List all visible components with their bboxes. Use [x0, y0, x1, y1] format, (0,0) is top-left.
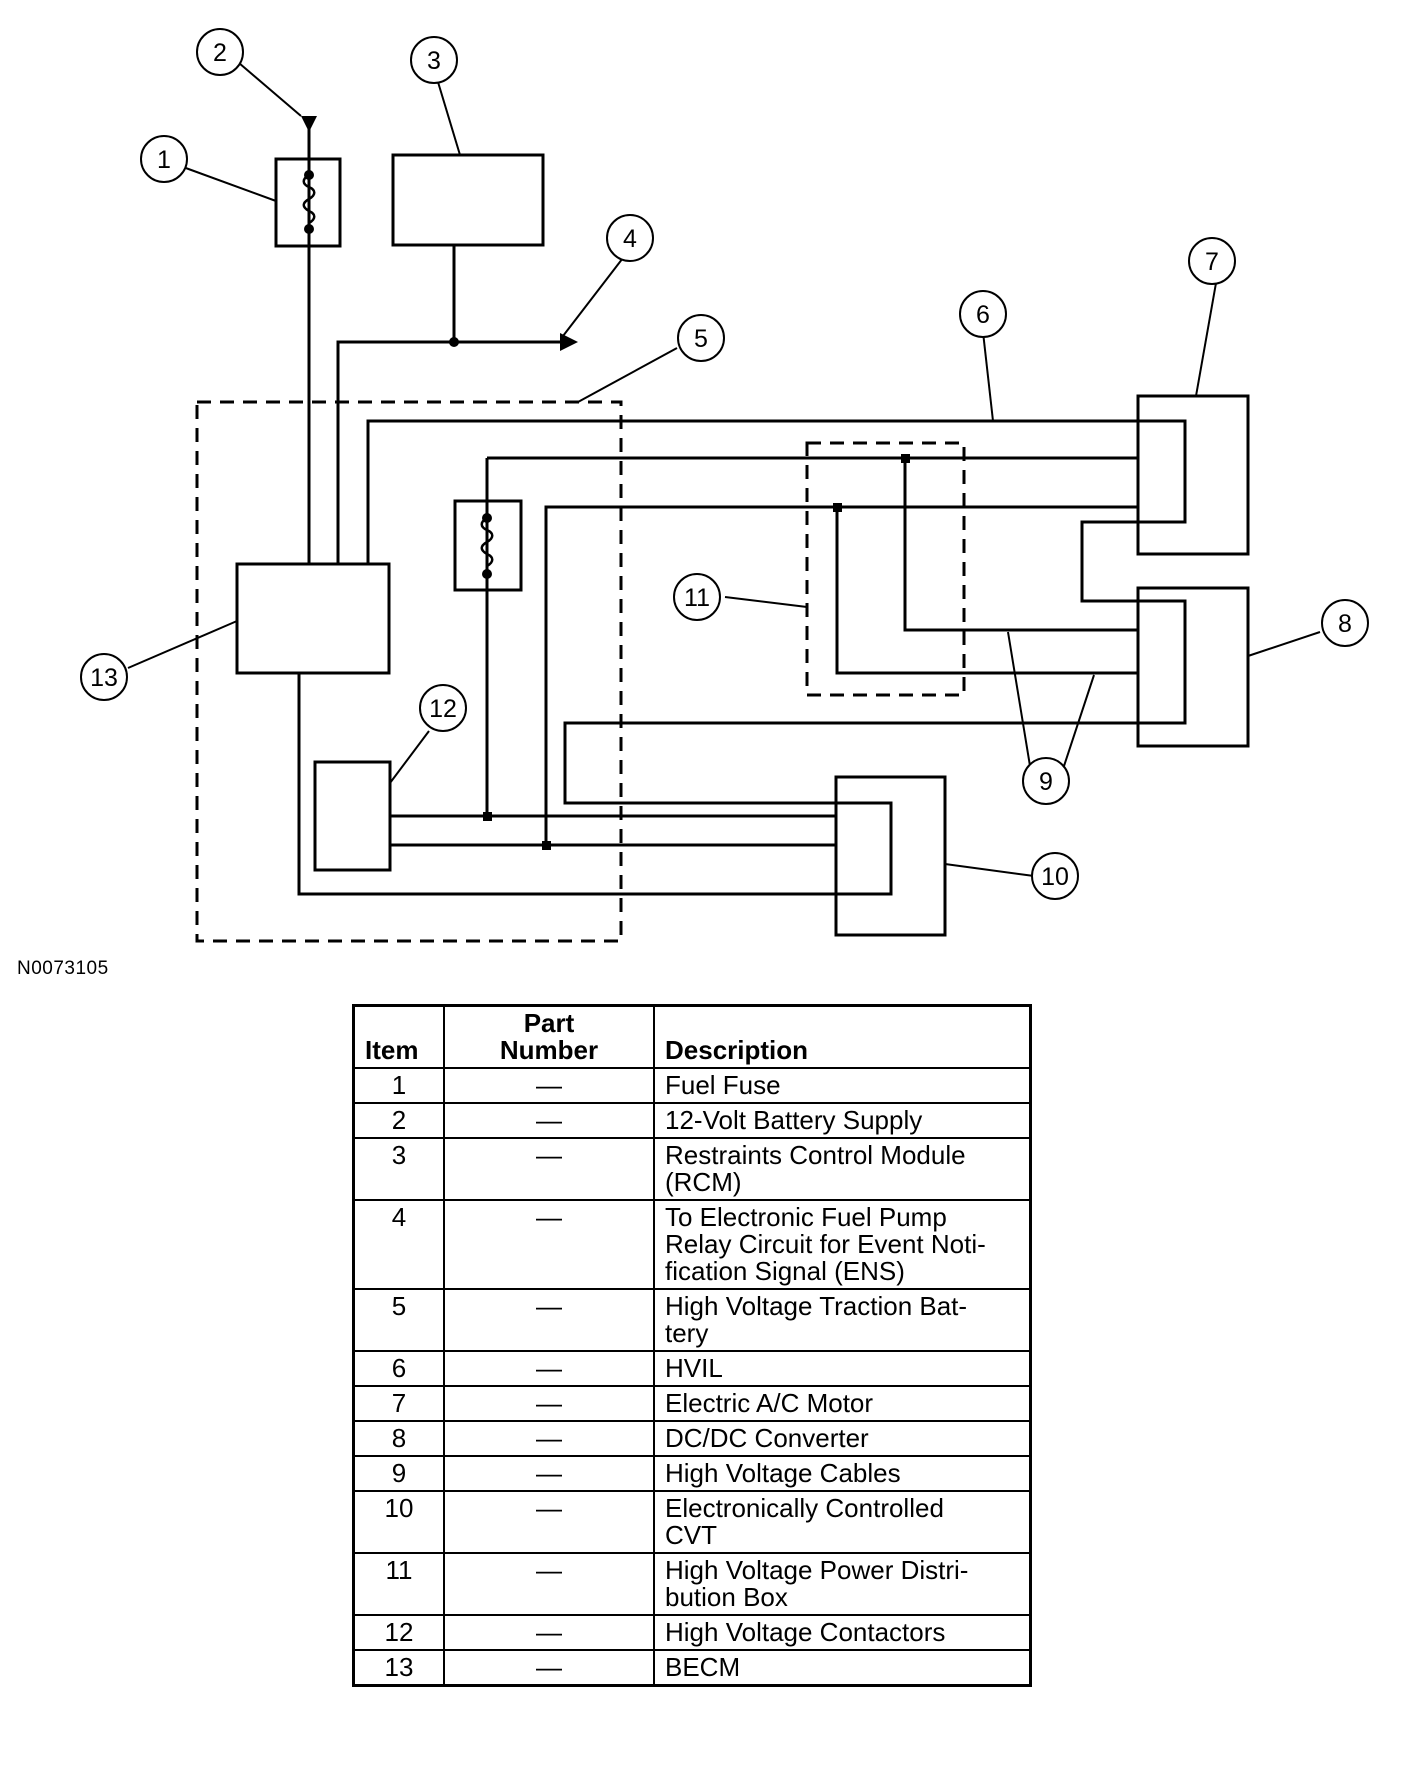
callout-13: 13: [90, 664, 118, 692]
callout-8: 8: [1338, 610, 1352, 638]
row-part-number: —: [443, 1102, 655, 1139]
header-item: Item: [352, 1004, 445, 1069]
row-item: 5: [352, 1288, 445, 1352]
callout-1: 1: [157, 146, 171, 174]
header-part-number: Part Number: [443, 1004, 655, 1069]
ens-signal-wire: [336, 340, 560, 564]
row-description: Electric A/C Motor: [653, 1385, 1032, 1422]
row-description: Fuel Fuse: [653, 1067, 1032, 1104]
callout-3: 3: [427, 47, 441, 75]
row-item: 12: [352, 1614, 445, 1651]
row-description: High Voltage Cables: [653, 1455, 1032, 1492]
callout-9: 9: [1039, 768, 1053, 796]
parts-table: Item Part Number Description 1—Fuel Fuse…: [352, 1004, 1032, 1687]
row-item: 8: [352, 1420, 445, 1457]
callout-11: 11: [684, 584, 710, 612]
table-row: 5—High Voltage Traction Bat- tery: [352, 1288, 1032, 1352]
header-description: Description: [653, 1004, 1032, 1069]
table-row: 8—DC/DC Converter: [352, 1420, 1032, 1457]
row-item: 10: [352, 1490, 445, 1554]
row-description: High Voltage Contactors: [653, 1614, 1032, 1651]
row-part-number: —: [443, 1288, 655, 1352]
row-item: 6: [352, 1350, 445, 1387]
dcdc-box: [1136, 586, 1250, 748]
hv-cable-dcdc-1: [903, 458, 1138, 632]
row-part-number: —: [443, 1067, 655, 1104]
table-row: 3—Restraints Control Module (RCM): [352, 1137, 1032, 1201]
callout-6: 6: [976, 301, 990, 329]
table-row: 7—Electric A/C Motor: [352, 1385, 1032, 1422]
table-row: 12—High Voltage Contactors: [352, 1614, 1032, 1651]
callout-4: 4: [623, 225, 637, 253]
table-row: 13—BECM: [352, 1649, 1032, 1687]
row-part-number: —: [443, 1199, 655, 1290]
wiring-diagram: 2 1 3 4 5 6 7 8 9 10 11 12 13: [80, 28, 1369, 943]
callout-2: 2: [213, 39, 227, 67]
figure-id: N0073105: [17, 958, 109, 979]
table-row: 9—High Voltage Cables: [352, 1455, 1032, 1492]
row-item: 11: [352, 1552, 445, 1616]
row-item: 7: [352, 1385, 445, 1422]
table-row: 2—12-Volt Battery Supply: [352, 1102, 1032, 1139]
row-description: High Voltage Traction Bat- tery: [653, 1288, 1032, 1352]
row-item: 9: [352, 1455, 445, 1492]
row-part-number: —: [443, 1385, 655, 1422]
row-item: 1: [352, 1067, 445, 1104]
hv-cable-dcdc-2: [835, 507, 1138, 675]
hv-bus-lower: [544, 505, 1138, 845]
ac-motor-box: [1136, 394, 1250, 556]
row-part-number: —: [443, 1350, 655, 1387]
row-description: Restraints Control Module (RCM): [653, 1137, 1032, 1201]
row-description: 12-Volt Battery Supply: [653, 1102, 1032, 1139]
callout-12: 12: [429, 695, 457, 723]
hvil-wire: [297, 419, 1187, 896]
row-part-number: —: [443, 1614, 655, 1651]
traction-battery-boundary: [195, 400, 623, 943]
row-description: HVIL: [653, 1350, 1032, 1387]
row-description: DC/DC Converter: [653, 1420, 1032, 1457]
row-part-number: —: [443, 1552, 655, 1616]
row-item: 3: [352, 1137, 445, 1201]
row-description: Electronically Controlled CVT: [653, 1490, 1032, 1554]
table-row: 11—High Voltage Power Distri- bution Box: [352, 1552, 1032, 1616]
contactors-box: [313, 760, 392, 872]
cvt-box: [834, 775, 947, 937]
row-part-number: —: [443, 1420, 655, 1457]
rcm-box: [391, 153, 545, 247]
table-row: 1—Fuel Fuse: [352, 1067, 1032, 1104]
callout-5: 5: [694, 325, 708, 353]
table-header-row: Item Part Number Description: [352, 1004, 1032, 1069]
row-part-number: —: [443, 1490, 655, 1554]
row-part-number: —: [443, 1137, 655, 1201]
row-description: To Electronic Fuel Pump Relay Circuit fo…: [653, 1199, 1032, 1290]
row-description: BECM: [653, 1649, 1032, 1687]
row-item: 13: [352, 1649, 445, 1687]
row-item: 4: [352, 1199, 445, 1290]
row-part-number: —: [443, 1649, 655, 1687]
row-item: 2: [352, 1102, 445, 1139]
row-description: High Voltage Power Distri- bution Box: [653, 1552, 1032, 1616]
table-row: 6—HVIL: [352, 1350, 1032, 1387]
table-row: 10—Electronically Controlled CVT: [352, 1490, 1032, 1554]
row-part-number: —: [443, 1455, 655, 1492]
table-row: 4—To Electronic Fuel Pump Relay Circuit …: [352, 1199, 1032, 1290]
callout-10: 10: [1041, 863, 1069, 891]
callout-7: 7: [1205, 248, 1219, 276]
pdb-boundary: [805, 441, 966, 697]
becm-box: [235, 562, 391, 675]
